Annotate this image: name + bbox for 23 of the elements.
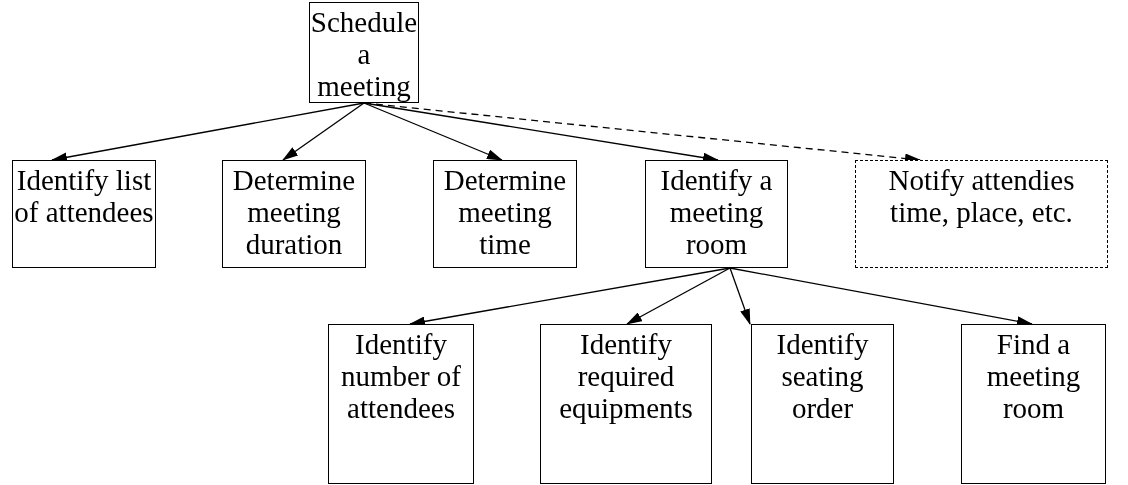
box-label: Identify number of attendees bbox=[340, 328, 462, 424]
box-label: Notify attendies time, place, etc. bbox=[887, 164, 1076, 228]
process-box bbox=[12, 160, 156, 268]
arrow bbox=[363, 102, 503, 161]
box-label: Identify required equipments bbox=[558, 328, 694, 424]
box-label: Schedule a meeting bbox=[310, 6, 418, 102]
process-box bbox=[855, 160, 1108, 268]
process-box bbox=[328, 324, 474, 484]
box-label: Identify a meeting room bbox=[659, 164, 774, 260]
arrow bbox=[282, 102, 365, 161]
process-box bbox=[222, 160, 366, 268]
box-label: Determine meeting duration bbox=[231, 164, 357, 260]
process-box bbox=[645, 160, 788, 268]
arrow bbox=[626, 267, 731, 325]
process-box bbox=[540, 324, 712, 484]
box-label: Identify seating order bbox=[775, 328, 870, 424]
process-box bbox=[433, 160, 577, 268]
process-box bbox=[961, 324, 1106, 484]
process-box bbox=[751, 324, 894, 484]
box-label: Determine meeting time bbox=[442, 164, 568, 260]
box-label: Find a meeting room bbox=[985, 328, 1082, 424]
box-label: Identify list of attendees bbox=[13, 164, 155, 228]
arrow bbox=[729, 267, 751, 325]
